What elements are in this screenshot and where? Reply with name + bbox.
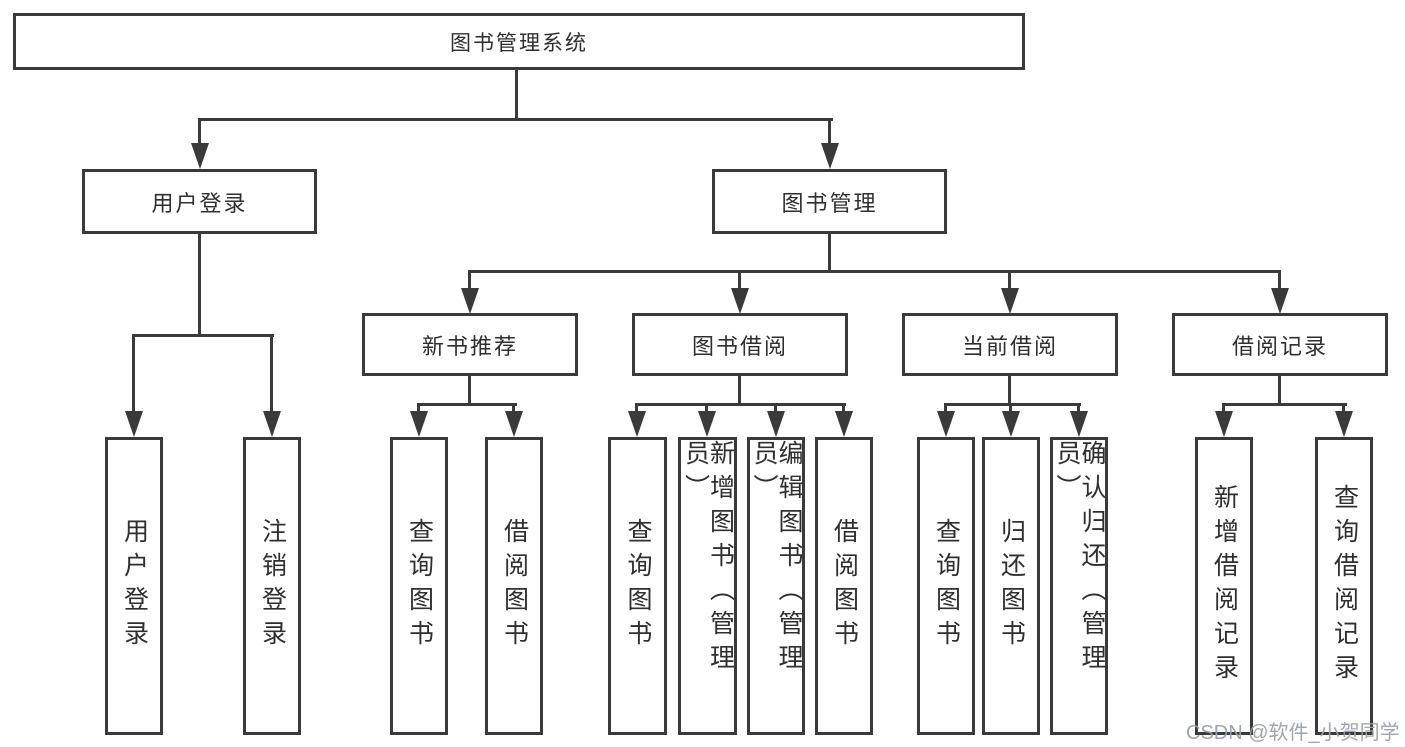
connector-records-stem	[1278, 376, 1281, 405]
connector-recommend-branch	[417, 403, 517, 406]
connector-leaf-stem	[635, 403, 638, 413]
node-label: 当前借阅	[961, 333, 1058, 359]
arrow-down-icon	[937, 411, 955, 437]
leaf-edit-books-admin: 编辑图书（管理员）	[747, 437, 805, 735]
watermark-text: CSDN @软件_小贺同学	[1186, 722, 1400, 744]
node-label: 用户登录	[151, 190, 248, 216]
connector-leaf-stem	[1077, 403, 1080, 413]
arrow-down-icon	[731, 288, 749, 314]
node-label: 借阅记录	[1231, 333, 1328, 359]
arrow-down-icon	[628, 411, 646, 437]
arrow-down-icon	[698, 411, 716, 437]
connector-leaf-stem	[1009, 403, 1012, 413]
leaf-return-books: 归还图书	[982, 437, 1040, 735]
node-label: 图书管理	[781, 190, 878, 216]
leaf-label: 归还图书	[997, 518, 1026, 654]
connector-to-book-borrow	[738, 270, 741, 291]
arrow-down-icon	[125, 411, 143, 437]
leaf-query-books-current: 查询图书	[917, 437, 975, 735]
leaf-label: 编辑图书（管理员）	[750, 440, 803, 678]
connector-leaf-stem	[1222, 403, 1225, 413]
leaf-add-books-admin: 新增图书（管理员）	[678, 437, 737, 735]
connector-leaf-stem	[417, 403, 420, 413]
arrow-down-icon	[505, 411, 523, 437]
connector-leaf-stem	[774, 403, 777, 413]
arrow-down-icon	[1271, 288, 1289, 314]
node-label: 图书管理系统	[450, 31, 588, 55]
leaf-confirm-return-admin: 确认归还（管理员）	[1050, 437, 1108, 735]
leaf-query-borrow-record: 查询借阅记录	[1315, 437, 1373, 735]
node-library-management-system: 图书管理系统	[13, 13, 1025, 70]
leaf-label: 借阅图书	[500, 518, 529, 654]
connector-leaf-stem	[705, 403, 708, 413]
connector-current-stem	[1008, 376, 1011, 405]
leaf-query-books-recommend: 查询图书	[390, 437, 448, 735]
node-book-borrowing: 图书借阅	[632, 313, 848, 376]
connector-to-user-login	[198, 118, 201, 146]
connector-leaf-stem	[512, 403, 515, 413]
leaf-label: 查询图书	[932, 518, 961, 654]
connector-leaf-stem	[1342, 403, 1345, 413]
connector-root-branch	[198, 118, 833, 121]
connector-borrow-stem	[738, 376, 741, 405]
node-new-book-recommendation: 新书推荐	[362, 313, 578, 376]
connector-records-branch	[1222, 403, 1347, 406]
arrow-down-icon	[1002, 411, 1020, 437]
leaf-label: 借阅图书	[830, 518, 859, 654]
connector-user-login-branch	[132, 334, 274, 337]
arrow-down-icon	[767, 411, 785, 437]
leaf-label: 新增图书（管理员）	[681, 440, 735, 678]
leaf-query-books-borrow: 查询图书	[608, 437, 667, 735]
node-label: 图书借阅	[691, 333, 788, 359]
arrow-down-icon	[263, 411, 281, 437]
connector-root-stem	[515, 70, 518, 120]
connector-book-management-branch	[468, 270, 1281, 273]
node-book-management: 图书管理	[712, 169, 947, 234]
connector-leaf-stem	[944, 403, 947, 413]
connector-user-login-stem	[198, 234, 201, 337]
arrow-down-icon	[1070, 411, 1088, 437]
leaf-user-login: 用户登录	[105, 437, 163, 735]
arrow-down-icon	[1001, 288, 1019, 314]
arrow-down-icon	[1335, 411, 1353, 437]
connector-to-borrow-records	[1278, 270, 1281, 291]
node-label: 新书推荐	[421, 333, 518, 359]
connector-to-book-management	[828, 118, 831, 146]
node-current-borrowing: 当前借阅	[902, 313, 1118, 376]
connector-to-leaf-user-login	[132, 334, 135, 412]
arrow-down-icon	[410, 411, 428, 437]
leaf-label: 查询借阅记录	[1330, 484, 1359, 688]
leaf-label: 用户登录	[120, 518, 149, 654]
leaf-borrow-books-recommend: 借阅图书	[485, 437, 543, 735]
leaf-label: 查询图书	[624, 518, 652, 654]
leaf-borrow-books: 借阅图书	[815, 437, 873, 735]
node-user-login: 用户登录	[82, 169, 317, 234]
leaf-label: 注销登录	[258, 518, 287, 654]
arrow-down-icon	[1215, 411, 1233, 437]
connector-to-current-borrow	[1008, 270, 1011, 291]
leaf-add-borrow-record: 新增借阅记录	[1195, 437, 1253, 735]
connector-recommend-stem	[468, 376, 471, 405]
connector-current-branch	[944, 403, 1081, 406]
arrow-down-icon	[835, 411, 853, 437]
node-borrowing-records: 借阅记录	[1172, 313, 1388, 376]
arrow-down-icon	[821, 143, 839, 169]
arrow-down-icon	[191, 143, 209, 169]
connector-leaf-stem	[842, 403, 845, 413]
connector-to-leaf-logout	[270, 334, 273, 412]
arrow-down-icon	[461, 288, 479, 314]
leaf-label: 新增借阅记录	[1210, 484, 1239, 688]
connector-to-new-book	[468, 270, 471, 291]
connector-book-management-stem	[828, 234, 831, 272]
leaf-label: 查询图书	[405, 518, 434, 654]
connector-borrow-branch	[635, 403, 846, 406]
leaf-label: 确认归还（管理员）	[1053, 440, 1106, 678]
leaf-logout-login: 注销登录	[243, 437, 301, 735]
